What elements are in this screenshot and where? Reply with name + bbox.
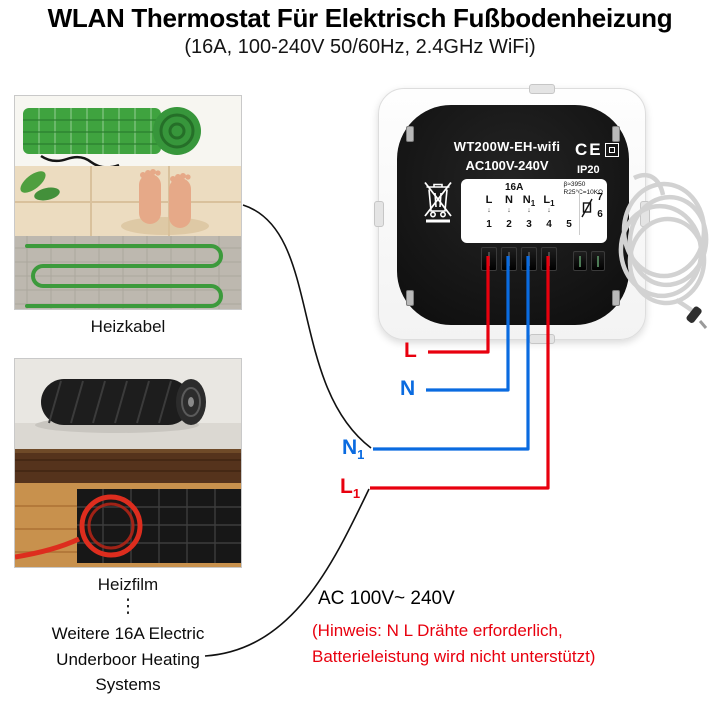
- terminal-screw: [521, 247, 537, 271]
- wire-label-n1: N1: [342, 436, 365, 463]
- sensor-terminal-screw: [573, 251, 587, 271]
- page-subtitle: (16A, 100-240V 50/60Hz, 2.4GHz WiFi): [184, 36, 536, 58]
- down-arrow-icon: ↓: [527, 207, 531, 214]
- thermostat-back: WT200W-EH-wifi AC100V-240V CE IP20 16A: [374, 84, 650, 344]
- heating-mat-roll: [23, 107, 201, 169]
- power-spec: AC 100V~ 240V: [318, 588, 455, 609]
- r25-spec: R25°C=10KΩ: [563, 189, 603, 197]
- plant-leaves: [20, 171, 60, 201]
- panel-clip: [612, 290, 620, 306]
- heizkabel-photo-illustration: [15, 96, 241, 309]
- terminal-number: 4: [546, 219, 552, 230]
- more-systems-label: Weitere 16A Electric Underboor Heating S…: [51, 624, 205, 694]
- heizkabel-label: Heizkabel: [90, 317, 166, 336]
- down-arrow-icon: ↓: [507, 207, 511, 214]
- ip-rating: IP20: [577, 164, 600, 176]
- weee-icon: [424, 181, 452, 223]
- sensor-terminal-number: 6: [597, 209, 603, 220]
- connector-curve-heizkabel: [242, 204, 372, 449]
- down-arrow-icon: ↓: [547, 207, 551, 214]
- wire-label-n: N: [400, 377, 416, 400]
- heizfilm-photo: [14, 358, 242, 568]
- class-ii-icon: [605, 143, 619, 157]
- heating-film-roll: [41, 379, 206, 425]
- sensor-terminal-screw: [591, 251, 605, 271]
- beta-spec: β≈3950: [563, 181, 586, 188]
- terminal-number: 1: [486, 219, 492, 230]
- mounting-tab: [374, 201, 384, 227]
- terminal-label-box: 16A β≈3950 R25°C=10KΩ L N N1 L1 ↓ ↓ ↓ ↓: [461, 179, 607, 243]
- sensor-icon: [581, 198, 593, 218]
- sensor-probe-connector: [686, 306, 708, 329]
- battery-note-line1: (Hinweis: N L Drähte erforderlich,: [312, 621, 563, 640]
- red-cable-ring: [15, 494, 143, 560]
- terminal-number: 5: [566, 219, 572, 230]
- voltage-rating: AC100V-240V: [465, 158, 549, 173]
- terminal-label-n1: N1: [522, 194, 536, 209]
- heizfilm-label: Heizfilm: [97, 575, 159, 594]
- terminal-screw: [481, 247, 497, 271]
- page-title: WLAN Thermostat Für Elektrisch Fußbodenh…: [47, 3, 673, 33]
- ce-mark: CE: [575, 140, 603, 159]
- bare-feet: [121, 169, 209, 235]
- terminal-labels-row: L N N1 L1: [479, 194, 559, 208]
- panel-clip: [612, 126, 620, 142]
- amp-rating: 16A: [505, 182, 524, 193]
- wire-label-l: L: [404, 339, 417, 362]
- terminal-numbers-row: 1 2 3 4 5: [479, 219, 579, 230]
- mounting-tab: [529, 334, 555, 344]
- terminal-divider: [579, 189, 580, 235]
- mounting-tab: [640, 201, 650, 227]
- mounting-tab: [529, 84, 555, 94]
- terminal-number: 2: [506, 219, 512, 230]
- thermostat-rear-panel: WT200W-EH-wifi AC100V-240V CE IP20 16A: [397, 105, 629, 325]
- sensor-spec: β≈3950 R25°C=10KΩ: [564, 181, 603, 198]
- terminal-label-n: N: [505, 194, 513, 206]
- terminal-screw: [541, 247, 557, 271]
- heizkabel-photo: [14, 95, 242, 310]
- panel-clip: [406, 290, 414, 306]
- terminal-label-l: L: [485, 194, 493, 206]
- terminal-arrows-row: ↓ ↓ ↓ ↓: [479, 207, 559, 214]
- heating-cable-serpentine: [25, 244, 223, 308]
- model-number: WT200W-EH-wifi: [453, 139, 561, 154]
- panel-clip: [406, 126, 414, 142]
- ellipsis: ⋮: [118, 595, 138, 617]
- heizfilm-photo-illustration: [15, 359, 241, 567]
- terminal-screw: [501, 247, 517, 271]
- wire-label-l1: L1: [340, 475, 361, 502]
- down-arrow-icon: ↓: [487, 207, 491, 214]
- terminal-label-l1: L1: [543, 194, 555, 209]
- battery-note: (Hinweis: N L Drähte erforderlich, Batte…: [312, 618, 595, 669]
- battery-note-line2: Batterieleistung wird nicht unterstützt): [312, 646, 596, 666]
- terminal-number: 3: [526, 219, 532, 230]
- sensor-terminal-number: 7: [597, 192, 603, 203]
